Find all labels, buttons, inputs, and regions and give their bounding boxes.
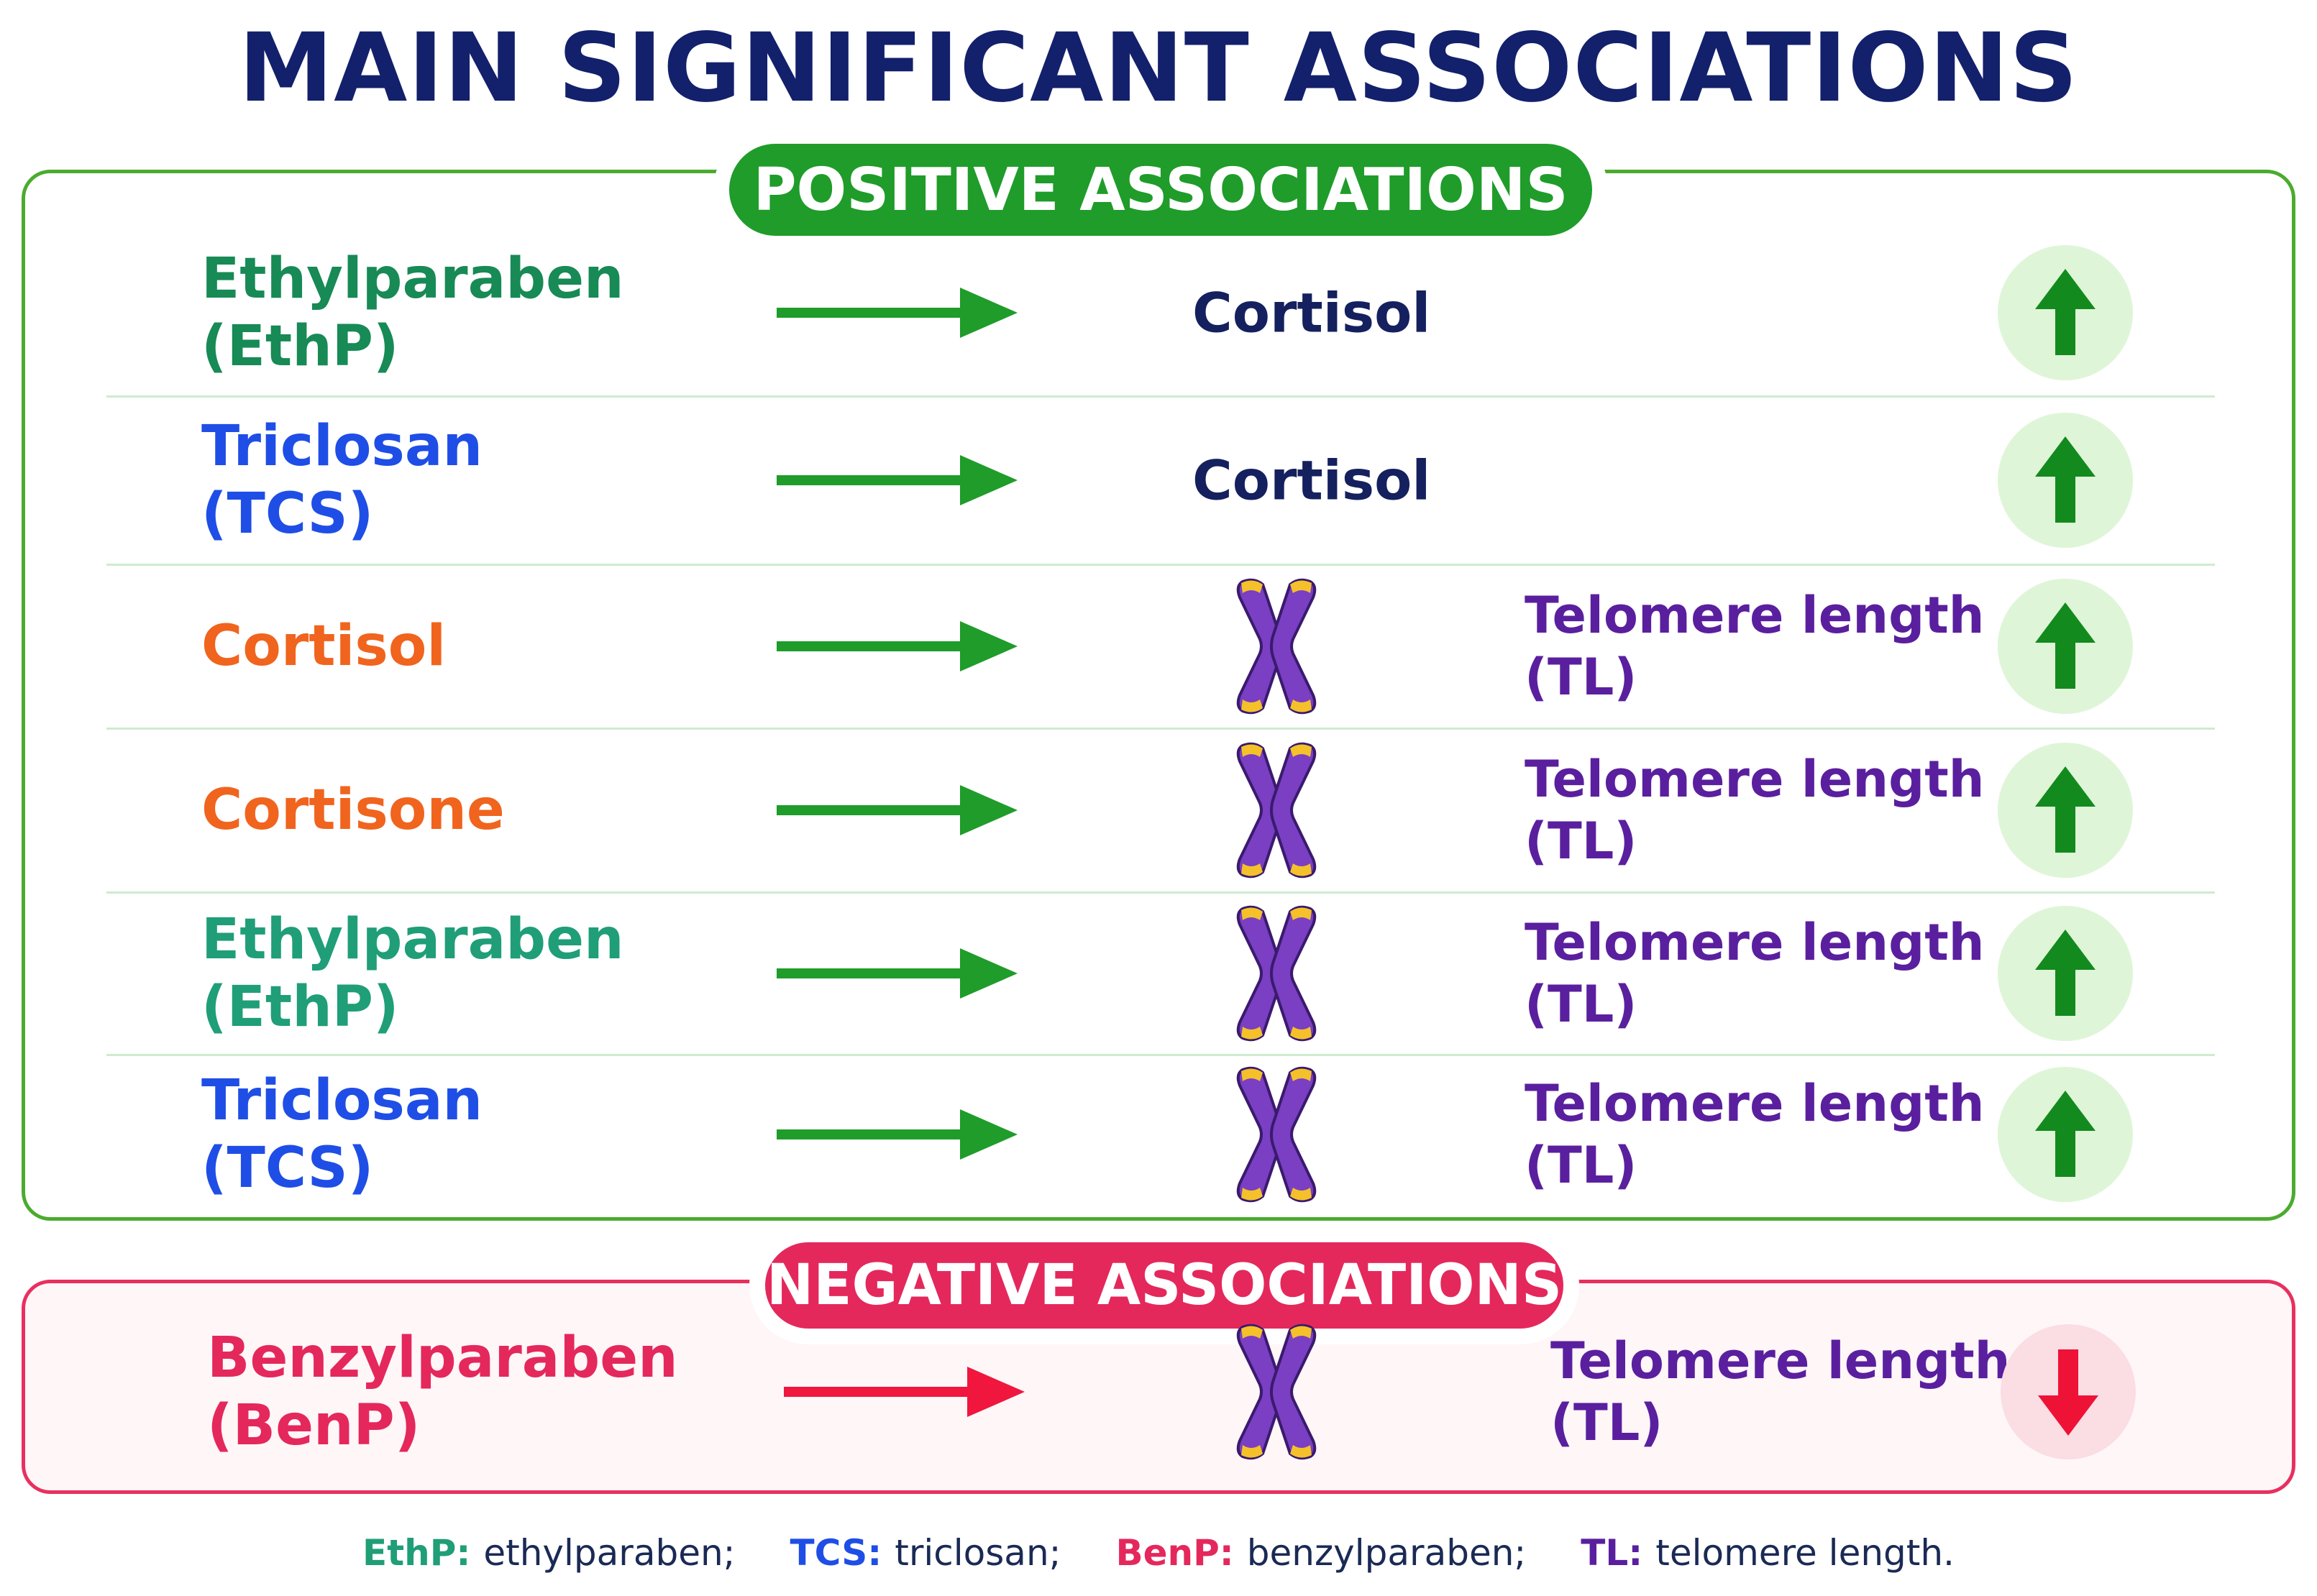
- chromosome-icon: [1223, 1320, 1330, 1464]
- outcome-label: Telomere length (TL): [1525, 750, 1985, 871]
- chromosome-icon: [1223, 1063, 1330, 1206]
- exposure-label: Triclosan (TCS): [201, 1068, 483, 1201]
- row-divider: [106, 891, 2215, 894]
- abbreviation-legend: EthP: ethylparaben; TCS: triclosan; BenP: ben…: [0, 1524, 2317, 1582]
- positive-association-row: Ethylparaben (EthP) Cortisol: [22, 230, 2295, 395]
- positive-association-row: Cortisol Telomere length (TL): [22, 565, 2295, 728]
- right-arrow-icon: [777, 280, 1021, 345]
- up-arrow-icon: [1998, 245, 2133, 380]
- positive-association-row: Triclosan (TCS) Cortisol: [22, 397, 2295, 564]
- up-arrow-icon: [1998, 579, 2133, 714]
- legend-definition: benzylparaben;: [1246, 1532, 1527, 1574]
- negative-associations-header: NEGATIVE ASSOCIATIONS: [765, 1242, 1563, 1329]
- legend-definition: telomere length.: [1655, 1532, 1955, 1574]
- negative-association-row: Benzylparaben (BenP) Telomere length (TL): [22, 1307, 2295, 1477]
- exposure-label: Cortisone: [201, 778, 505, 843]
- row-divider: [106, 1054, 2215, 1056]
- exposure-label: Ethylparaben (EthP): [201, 247, 624, 379]
- legend-definition: triclosan;: [895, 1532, 1061, 1574]
- positive-associations-header: POSITIVE ASSOCIATIONS: [729, 144, 1592, 236]
- positive-association-row: Cortisone Telomere length (TL): [22, 729, 2295, 891]
- positive-associations-panel: [22, 170, 2295, 1221]
- outcome-label: Cortisol: [1192, 280, 1431, 345]
- row-divider: [106, 564, 2215, 566]
- right-arrow-icon: [777, 778, 1021, 843]
- exposure-label: Benzylparaben (BenP): [207, 1326, 678, 1458]
- legend-definition: ethylparaben;: [483, 1532, 736, 1574]
- chromosome-icon: [1223, 738, 1330, 882]
- down-arrow-icon: [2001, 1324, 2136, 1459]
- legend-abbreviation: BenP:: [1115, 1532, 1234, 1574]
- right-arrow-icon: [777, 448, 1021, 513]
- right-arrow-icon: [777, 1102, 1021, 1167]
- up-arrow-icon: [1998, 906, 2133, 1041]
- outcome-label: Telomere length (TL): [1550, 1331, 2011, 1452]
- legend-abbreviation: TCS:: [790, 1532, 882, 1574]
- outcome-label: Telomere length (TL): [1525, 1074, 1985, 1195]
- outcome-label: Telomere length (TL): [1525, 913, 1985, 1034]
- right-arrow-icon: [784, 1359, 1028, 1424]
- legend-abbreviation: TL:: [1581, 1532, 1643, 1574]
- row-divider: [106, 395, 2215, 398]
- outcome-label: Telomere length (TL): [1525, 586, 1985, 707]
- page-title: MAIN SIGNIFICANT ASSOCIATIONS: [238, 13, 2079, 124]
- chromosome-icon: [1223, 574, 1330, 718]
- positive-association-row: Ethylparaben (EthP) Telomere length (TL): [22, 893, 2295, 1054]
- exposure-label: Cortisol: [201, 614, 447, 679]
- right-arrow-icon: [777, 614, 1021, 679]
- positive-association-row: Triclosan (TCS) Telomere length (TL): [22, 1055, 2295, 1214]
- legend-abbreviation: EthP:: [362, 1532, 471, 1574]
- row-divider: [106, 728, 2215, 730]
- up-arrow-icon: [1998, 413, 2133, 548]
- up-arrow-icon: [1998, 743, 2133, 878]
- outcome-label: Cortisol: [1192, 448, 1431, 513]
- exposure-label: Triclosan (TCS): [201, 414, 483, 546]
- exposure-label: Ethylparaben (EthP): [201, 907, 624, 1040]
- chromosome-icon: [1223, 902, 1330, 1045]
- up-arrow-icon: [1998, 1067, 2133, 1202]
- right-arrow-icon: [777, 941, 1021, 1006]
